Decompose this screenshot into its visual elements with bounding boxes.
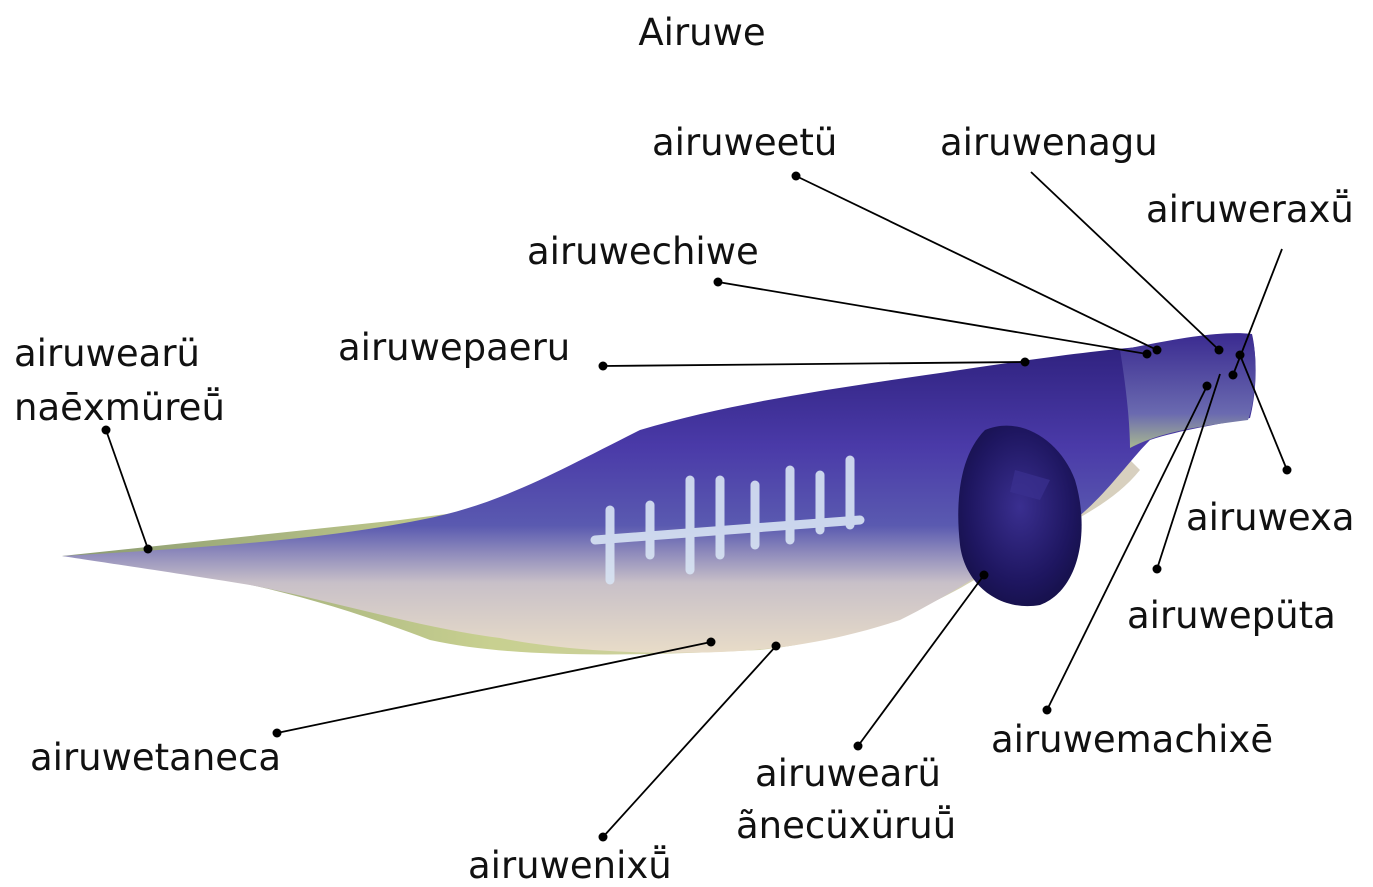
- animal-illustration: [62, 333, 1256, 654]
- label-airuwexa: airuwexa: [1186, 496, 1355, 539]
- label-airuweputa: airuwepüta: [1127, 594, 1336, 637]
- label-airuwetaneca: airuwetaneca: [30, 736, 281, 779]
- diagram-title: Airuwe: [638, 11, 765, 54]
- label-airuwechiwe: airuwechiwe: [527, 230, 759, 273]
- label-airuweetu: airuweetü: [652, 121, 837, 164]
- label-airuwenagu: airuwenagu: [940, 121, 1158, 164]
- label-airuwenixu: airuwenixṻ: [468, 844, 672, 887]
- label-airuwearu-anecuxuruu-1: airuwearü: [755, 752, 941, 795]
- label-airuweraxu: airuweraxṻ: [1146, 188, 1354, 231]
- label-airuwearu-anecuxuruu-2: ãnecüxüruṻ: [736, 804, 956, 847]
- label-airuwemachixe: airuwemachixē: [991, 718, 1273, 761]
- label-airuwearu-naexmureu-2: naēxmüreṻ: [14, 386, 225, 429]
- label-airuwearu-naexmureu-1: airuwearü: [14, 332, 200, 375]
- head-shape: [1120, 333, 1255, 448]
- label-airuwepaeru: airuwepaeru: [338, 326, 570, 369]
